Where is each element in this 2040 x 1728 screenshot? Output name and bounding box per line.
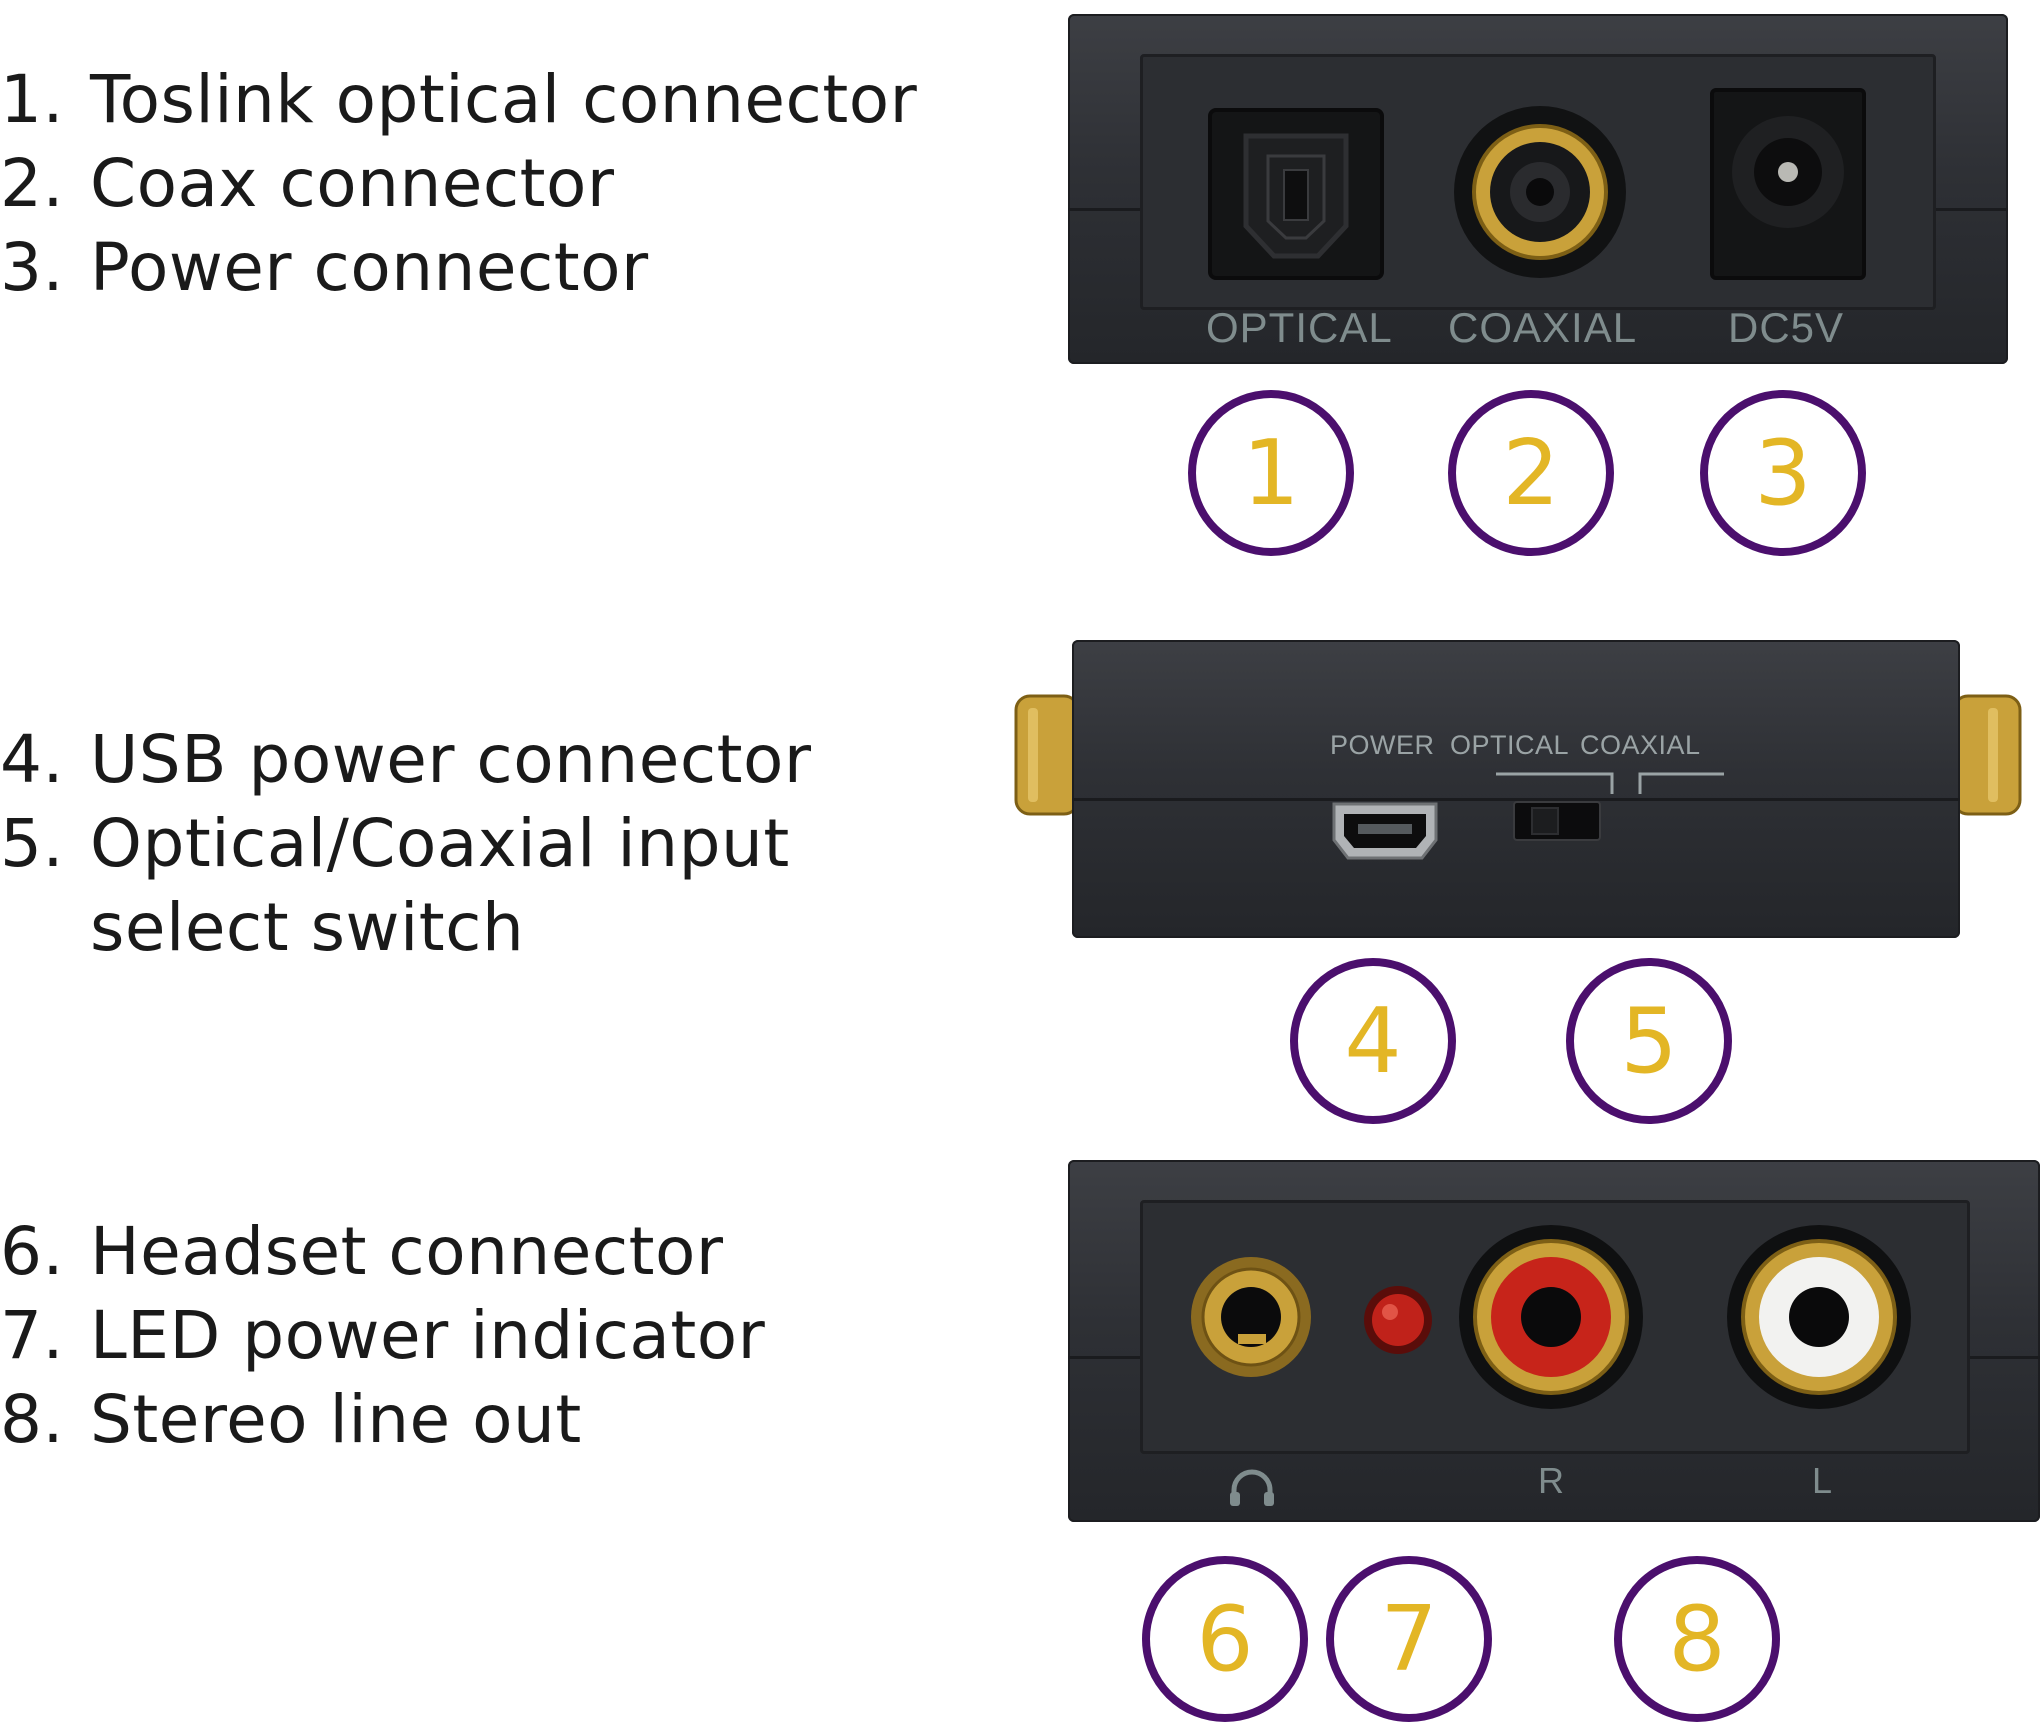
- legend-item-3: 3. Power connector: [0, 229, 649, 306]
- legend-item-6: 6. Headset connector: [0, 1213, 724, 1290]
- legend-item-4: 4. USB power connector: [0, 721, 812, 798]
- label-dc5v: DC5V: [1728, 304, 1845, 351]
- legend-item-1: 1. Toslink optical connector: [0, 61, 918, 138]
- dc-power-connector: [1710, 88, 1866, 280]
- device-front-view: OPTICAL COAXIAL DC5V: [1068, 14, 2008, 364]
- rca-right-red: [1459, 1225, 1643, 1409]
- callout-2: 2: [1448, 390, 1614, 556]
- callout-5: 5: [1566, 958, 1732, 1124]
- rca-left-white: [1727, 1225, 1911, 1409]
- legend-group-front: 1. Toslink optical connector 2. Coax con…: [0, 58, 917, 310]
- legend-item-2: 2. Coax connector: [0, 145, 615, 222]
- side-rca-left: [1014, 694, 1080, 816]
- label-l: L: [1812, 1460, 1834, 1501]
- legend-group-back: 6. Headset connector 7. LED power indica…: [0, 1210, 765, 1462]
- led-power-indicator: [1364, 1286, 1432, 1354]
- label-optical: OPTICAL: [1206, 304, 1393, 351]
- callout-1: 1: [1188, 390, 1354, 556]
- callout-8: 8: [1614, 1556, 1780, 1722]
- callout-3: 3: [1700, 390, 1866, 556]
- legend-item-7: 7. LED power indicator: [0, 1297, 766, 1374]
- side-rca-right: [1952, 694, 2022, 816]
- label-coaxial: COAXIAL: [1448, 304, 1638, 351]
- input-select-switch: [1513, 801, 1601, 841]
- device-side-view: POWER OPTICAL COAXIAL: [1072, 640, 1960, 938]
- label-power: POWER: [1330, 730, 1435, 760]
- callout-4: 4: [1290, 958, 1456, 1124]
- headphones-icon: [1230, 1469, 1274, 1506]
- usb-mini-connector: [1332, 802, 1438, 860]
- legend-item-5: 5. Optical/Coaxial input select switch: [0, 805, 790, 966]
- legend-group-side: 4. USB power connector 5. Optical/Coaxia…: [0, 718, 812, 970]
- label-r: R: [1538, 1460, 1565, 1501]
- callout-7: 7: [1326, 1556, 1492, 1722]
- coax-connector: [1454, 106, 1626, 278]
- legend-item-8: 8. Stereo line out: [0, 1381, 582, 1458]
- headset-jack: [1191, 1257, 1311, 1377]
- case-seam: [1072, 798, 1960, 801]
- label-switch-optical: OPTICAL: [1450, 730, 1570, 760]
- label-switch-coaxial: COAXIAL: [1580, 730, 1701, 760]
- switch-bracket-lines: [1496, 772, 1724, 794]
- device-back-view: R L: [1068, 1160, 2040, 1522]
- toslink-connector: [1208, 108, 1384, 280]
- callout-6: 6: [1142, 1556, 1308, 1722]
